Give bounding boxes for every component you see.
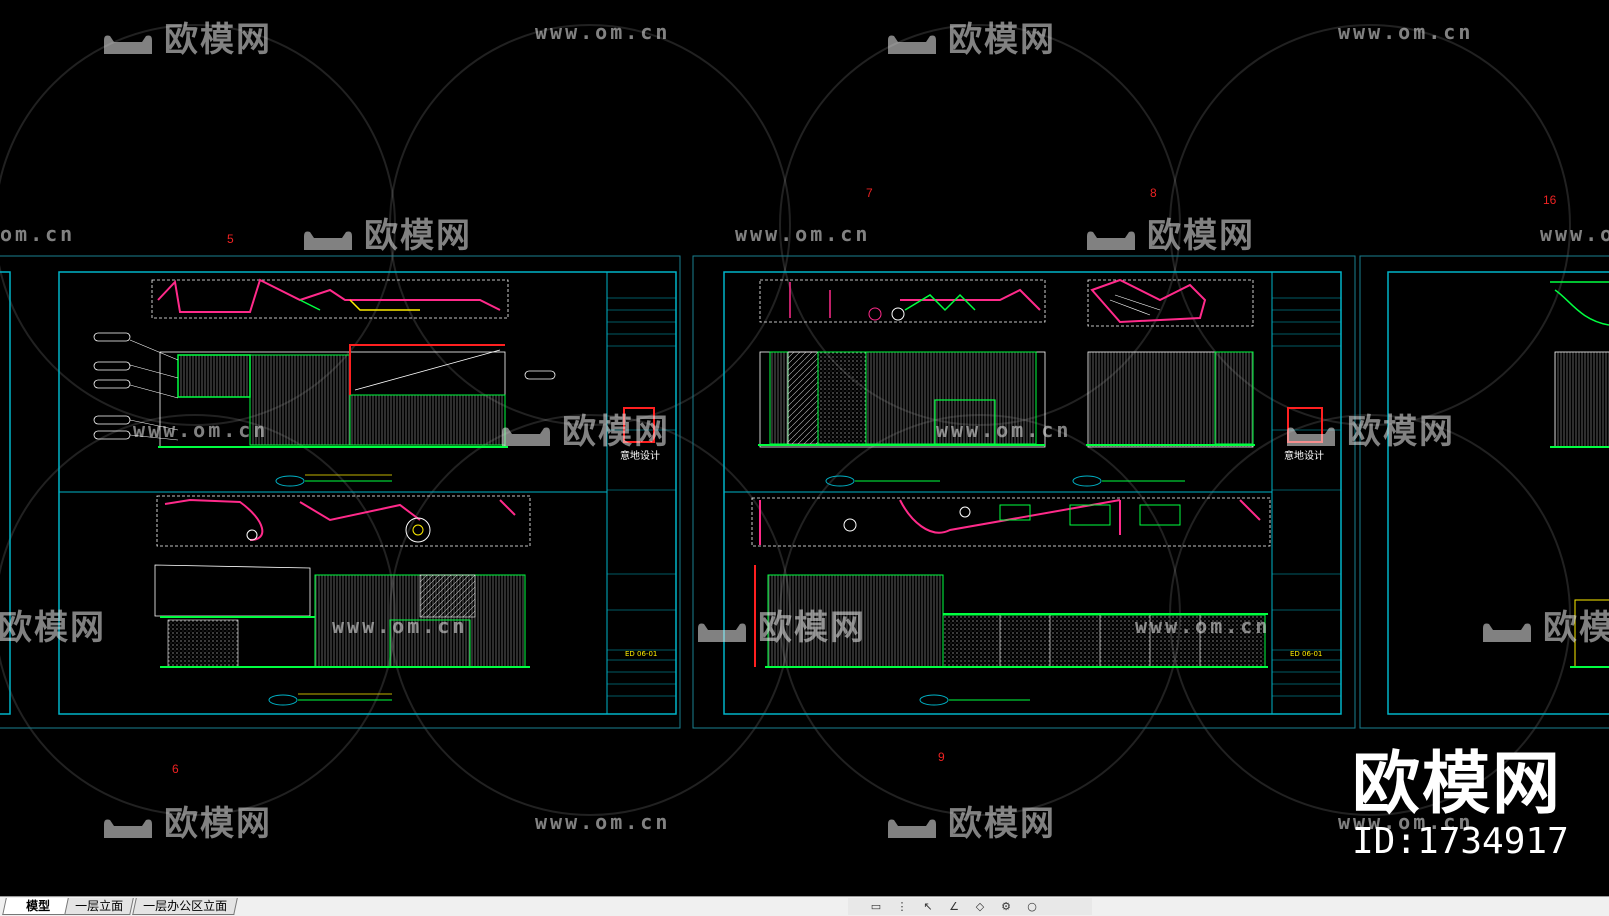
watermark-logo-text: 欧模网 bbox=[0, 608, 106, 648]
watermark-url: www.om.cn bbox=[735, 222, 871, 246]
sofa-icon bbox=[1479, 615, 1535, 645]
sheet-logo-text: 意地设计 bbox=[1284, 451, 1324, 462]
watermark-logo: 欧模网 bbox=[1083, 208, 1255, 257]
sheet-code: ED 06-01 bbox=[625, 650, 658, 658]
sofa-icon bbox=[100, 811, 156, 841]
watermark-logo: 欧模网 bbox=[100, 796, 272, 845]
watermark-logo: 欧模网 bbox=[694, 600, 866, 649]
watermark-url: om.cn bbox=[0, 222, 76, 246]
watermark-logo: 欧模网 bbox=[0, 600, 106, 649]
tab-floor1-office-elevation[interactable]: 一层办公区立面 bbox=[132, 898, 238, 915]
watermark-logo-text: 欧模网 bbox=[1347, 412, 1455, 452]
watermark-url: www.om.cn bbox=[1540, 222, 1609, 246]
sheet-partial-left bbox=[0, 271, 11, 715]
sheet-frame-outer-3 bbox=[1359, 255, 1609, 729]
settings-icon[interactable]: ⚙ bbox=[1001, 900, 1011, 913]
snap-icon[interactable]: ▭ bbox=[870, 900, 882, 913]
tab-label: 模型 bbox=[26, 899, 51, 913]
sheet-number: 7 bbox=[866, 186, 873, 200]
watermark-url: www.om.cn bbox=[1338, 810, 1474, 834]
sheet-number: 9 bbox=[938, 750, 945, 764]
sheet-number: 6 bbox=[172, 762, 179, 776]
grid-icon[interactable]: ⋮ bbox=[896, 900, 908, 913]
watermark-logo: 欧模网 bbox=[884, 796, 1056, 845]
watermark-logo-text: 欧模网 bbox=[164, 804, 272, 844]
sheet-number: 8 bbox=[1150, 186, 1157, 200]
watermark-logo: 欧模网 bbox=[1479, 600, 1609, 649]
layout-tab-bar: 模型 一层立面 一层办公区立面 ▭ ⋮ ↖ ∠ ◇ ⚙ ○ bbox=[0, 896, 1609, 916]
watermark-logo: 欧模网 bbox=[300, 208, 472, 257]
watermark-logo-text: 欧模网 bbox=[948, 804, 1056, 844]
polar-icon[interactable]: ∠ bbox=[949, 900, 959, 913]
watermark-logo-text: 欧模网 bbox=[562, 412, 670, 452]
sheet-2 bbox=[723, 271, 1342, 715]
watermark-logo: 欧模网 bbox=[884, 12, 1056, 61]
sofa-icon bbox=[884, 27, 940, 57]
watermark-url: www.om.cn bbox=[936, 418, 1072, 442]
annotation-icon[interactable]: ○ bbox=[1027, 900, 1037, 913]
sheet-1 bbox=[58, 271, 677, 715]
watermark-logo-text: 欧模网 bbox=[164, 20, 272, 60]
sheet-3 bbox=[1387, 271, 1609, 715]
cad-drawing bbox=[0, 24, 1609, 816]
sheet-frame-outer-1 bbox=[0, 255, 681, 729]
status-tools: ▭ ⋮ ↖ ∠ ◇ ⚙ ○ bbox=[848, 898, 1092, 915]
sheet-code: ED 06-01 bbox=[1290, 650, 1323, 658]
sofa-icon bbox=[100, 27, 156, 57]
sheet-logo-text: 意地设计 bbox=[620, 451, 660, 462]
drawing-canvas[interactable]: 欧模网 欧模网 欧模网 欧模网 欧模网 欧模网 欧模网 欧模网 欧模网 欧模网 … bbox=[0, 0, 1609, 896]
watermark-url: www.om.cn bbox=[535, 20, 671, 44]
watermark-url: www.om.cn bbox=[535, 810, 671, 834]
sheet-frame-outer-2 bbox=[692, 255, 1356, 729]
watermark-logo-text: 欧模网 bbox=[364, 216, 472, 256]
watermark-url: www.om.cn bbox=[1135, 614, 1271, 638]
brand-name: 欧模网 bbox=[1352, 745, 1563, 824]
watermark-url: www.om.cn bbox=[332, 614, 468, 638]
tab-model[interactable]: 模型 bbox=[2, 898, 74, 915]
tab-label: 一层立面 bbox=[75, 899, 124, 913]
brand-watermark: 欧模网 ID:1734917 bbox=[1352, 750, 1569, 864]
watermark-logo: 欧模网 bbox=[498, 404, 670, 453]
watermark-logo-text: 欧模网 bbox=[1147, 216, 1255, 256]
tab-floor1-elevation[interactable]: 一层立面 bbox=[64, 898, 134, 915]
sofa-icon bbox=[498, 419, 554, 449]
brand-id: ID:1734917 bbox=[1352, 821, 1569, 862]
watermark-url: www.om.cn bbox=[1338, 20, 1474, 44]
tab-label: 一层办公区立面 bbox=[143, 899, 228, 913]
watermark-logo: 欧模网 bbox=[100, 12, 272, 61]
sofa-icon bbox=[300, 223, 356, 253]
sheet-number: 5 bbox=[227, 232, 234, 246]
sofa-icon bbox=[1283, 419, 1339, 449]
cursor-icon[interactable]: ↖ bbox=[923, 900, 933, 913]
sofa-icon bbox=[1083, 223, 1139, 253]
sofa-icon bbox=[884, 811, 940, 841]
watermark-logo: 欧模网 bbox=[1283, 404, 1455, 453]
watermark-logo-text: 欧模网 bbox=[948, 20, 1056, 60]
watermark-logo-text: 欧模网 bbox=[1543, 608, 1609, 648]
watermark-url: www.om.cn bbox=[133, 418, 269, 442]
osnap-icon[interactable]: ◇ bbox=[975, 900, 985, 913]
sheet-number: 16 bbox=[1543, 193, 1557, 207]
sofa-icon bbox=[694, 615, 750, 645]
watermark-logo-text: 欧模网 bbox=[758, 608, 866, 648]
